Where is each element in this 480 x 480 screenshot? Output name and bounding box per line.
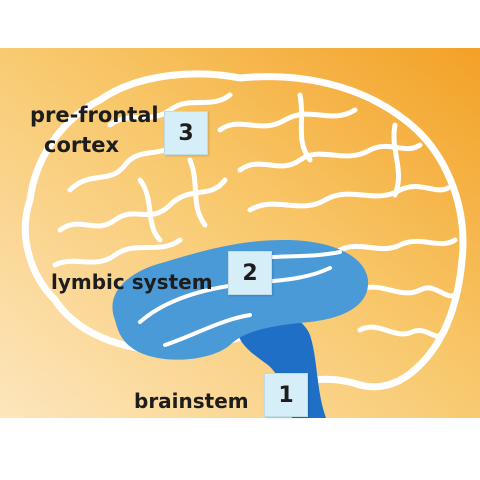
limbic-system-region [112,240,369,360]
prefrontal-label-line2: cortex [44,133,120,157]
lymbic-system-label: lymbic system [51,270,213,294]
brainstem-label: brainstem [134,389,249,413]
prefrontal-cortex-label: pre-frontal cortex [30,100,159,160]
badge-prefrontal: 3 [164,111,208,155]
brain-folds [52,92,458,339]
badge-brainstem: 1 [264,373,308,417]
prefrontal-label-line1: pre-frontal [30,103,159,127]
badge-lymbic: 2 [228,251,272,295]
